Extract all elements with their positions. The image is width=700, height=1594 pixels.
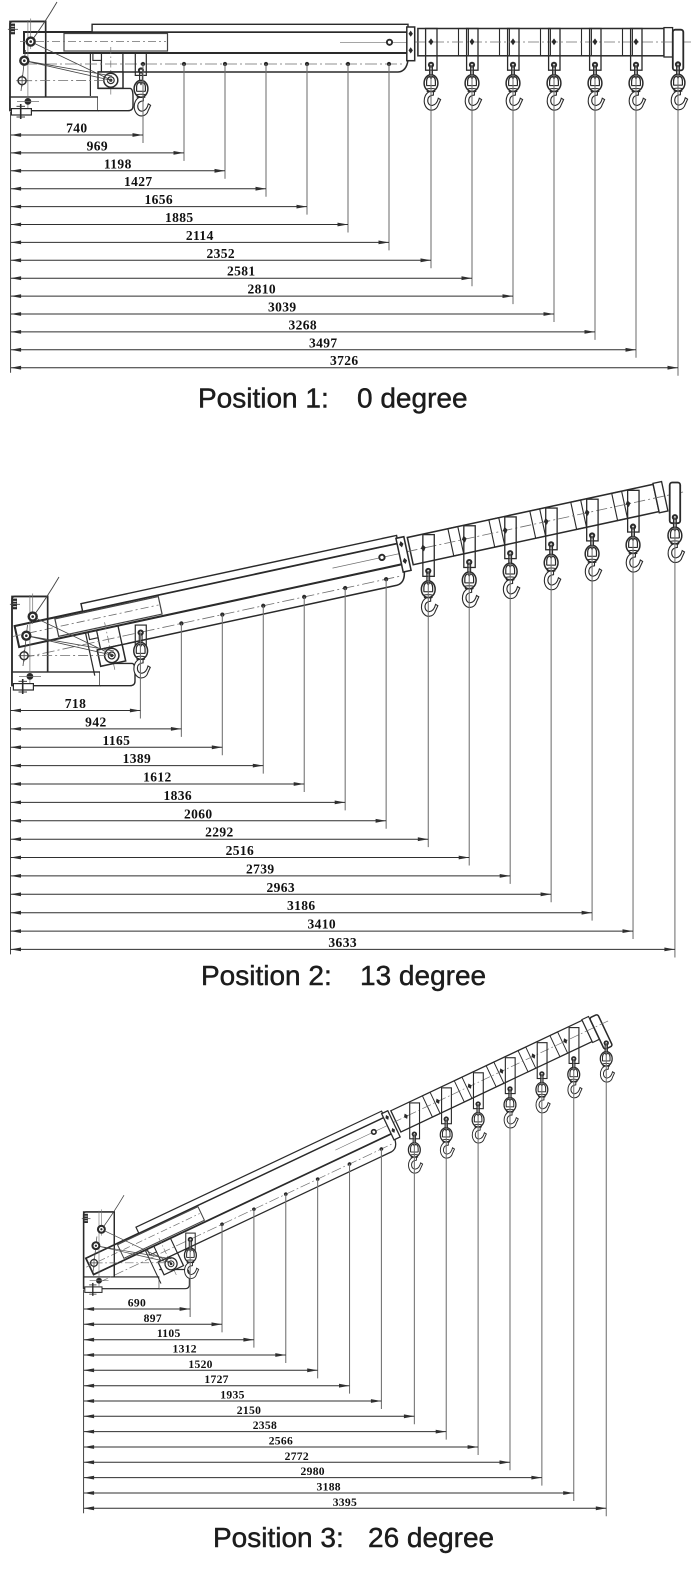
svg-text:3039: 3039 bbox=[268, 300, 297, 315]
svg-text:2358: 2358 bbox=[253, 1419, 277, 1432]
svg-text:1427: 1427 bbox=[124, 174, 153, 189]
svg-text:2963: 2963 bbox=[266, 880, 295, 895]
svg-text:3395: 3395 bbox=[333, 1496, 357, 1509]
svg-text:3410: 3410 bbox=[307, 917, 336, 932]
svg-text:1885: 1885 bbox=[165, 210, 194, 225]
svg-text:3186: 3186 bbox=[287, 898, 316, 913]
svg-text:Position 2:: Position 2: bbox=[201, 960, 332, 991]
svg-text:3268: 3268 bbox=[288, 317, 317, 332]
svg-text:1612: 1612 bbox=[143, 770, 172, 785]
svg-text:942: 942 bbox=[85, 714, 106, 729]
svg-text:Position 1:: Position 1: bbox=[198, 383, 329, 414]
svg-text:3188: 3188 bbox=[317, 1481, 341, 1494]
svg-text:2150: 2150 bbox=[237, 1404, 261, 1417]
svg-text:1727: 1727 bbox=[204, 1373, 228, 1386]
svg-text:13 degree: 13 degree bbox=[360, 960, 486, 991]
svg-text:2352: 2352 bbox=[206, 246, 235, 261]
svg-text:3726: 3726 bbox=[330, 353, 359, 368]
svg-text:969: 969 bbox=[87, 138, 108, 153]
svg-text:3497: 3497 bbox=[309, 335, 338, 350]
svg-text:1836: 1836 bbox=[163, 788, 192, 803]
svg-text:2581: 2581 bbox=[227, 264, 256, 279]
svg-text:1198: 1198 bbox=[104, 156, 132, 171]
svg-text:3633: 3633 bbox=[328, 935, 357, 950]
svg-text:1656: 1656 bbox=[144, 192, 173, 207]
svg-text:0 degree: 0 degree bbox=[357, 383, 468, 414]
svg-text:1312: 1312 bbox=[173, 1343, 197, 1356]
svg-text:718: 718 bbox=[65, 696, 86, 711]
svg-text:2810: 2810 bbox=[247, 282, 276, 297]
svg-text:2114: 2114 bbox=[186, 228, 214, 243]
svg-text:2980: 2980 bbox=[301, 1465, 325, 1478]
svg-text:1165: 1165 bbox=[102, 733, 130, 748]
svg-text:26 degree: 26 degree bbox=[368, 1522, 494, 1553]
svg-text:2772: 2772 bbox=[285, 1450, 309, 1463]
svg-text:1105: 1105 bbox=[157, 1327, 181, 1340]
svg-text:897: 897 bbox=[144, 1312, 162, 1325]
svg-text:2292: 2292 bbox=[205, 825, 234, 840]
svg-text:690: 690 bbox=[128, 1297, 146, 1310]
svg-text:1389: 1389 bbox=[123, 751, 152, 766]
svg-text:2566: 2566 bbox=[269, 1435, 293, 1448]
svg-text:2516: 2516 bbox=[226, 843, 255, 858]
svg-text:1935: 1935 bbox=[220, 1389, 244, 1402]
svg-text:2060: 2060 bbox=[184, 806, 213, 821]
svg-text:2739: 2739 bbox=[246, 861, 275, 876]
svg-text:Position 3:: Position 3: bbox=[213, 1522, 344, 1553]
svg-text:1520: 1520 bbox=[188, 1358, 212, 1371]
svg-text:740: 740 bbox=[66, 121, 87, 136]
